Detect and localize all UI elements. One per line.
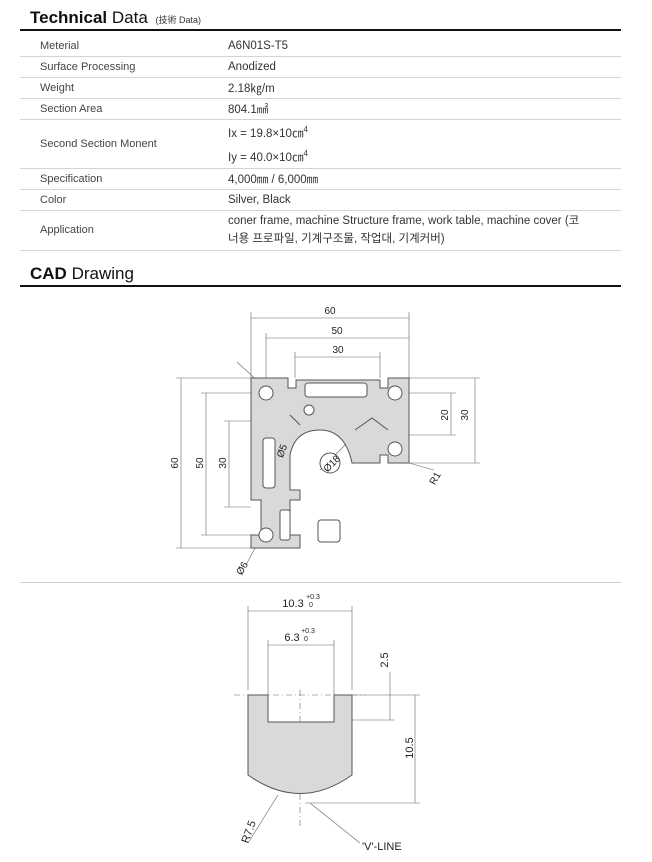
moment-ix: Ix = 19.8×10㎝4 [228,125,308,140]
table-row: Specification 4,000㎜ / 6,000㎜ [20,168,621,190]
spec-label: Section Area [20,98,228,120]
dim-inner-tol-zero: 0 [304,636,308,643]
label-vline: 'V'-LINE [362,841,402,853]
dim-20-right: 20 [440,409,451,421]
spec-value: A6N01S-T5 [228,36,621,57]
dim-50-left: 50 [195,457,206,469]
moment-iy: Iy = 40.0×10㎝4 [228,148,308,164]
label-phi6: Ø6 [235,560,251,577]
spec-value: 804.1㎟ [228,98,621,120]
table-row: Second Section Monent Ix = 19.8×10㎝4 Iy … [20,119,621,169]
drawing-divider [20,582,621,583]
dim-30-left: 30 [218,457,229,469]
spec-value: Silver, Black [228,189,621,211]
application-line-2: 너용 프로파일, 기계구조물, 작업대, 기계커버) [228,233,445,246]
spec-label: Application [20,210,228,251]
table-row: Weight 2.18㎏/m [20,77,621,99]
technical-data-title: Technical Data (技術 Data) [30,8,201,28]
spec-label: Surface Processing [20,56,228,78]
spec-label: Specification [20,168,228,190]
technical-title-rest: Data [111,8,148,27]
spec-label: Weight [20,77,228,99]
profile-cross-section-drawing: 60 50 30 60 50 30 20 30 Ø5 Ø18 Ø6 R1 [170,306,480,577]
dim-inner-tol-plus: +0.3 [301,628,315,635]
dim-60-left: 60 [170,457,181,469]
technical-title-bold: Technical [30,8,108,27]
spec-value: Ix = 19.8×10㎝4 Iy = 40.0×10㎝4 [228,119,621,169]
dim-50-top: 50 [331,326,343,337]
table-row: Meterial A6N01S-T5 [20,36,621,57]
dim-height-big: 10.5 [404,737,416,758]
dim-outer-width: 10.3 [282,598,303,610]
technical-title-sub: (技術 Data) [155,15,202,25]
label-radius: R7.5 [240,819,259,845]
cad-title-rest: Drawing [71,264,134,283]
spec-label: Meterial [20,36,228,57]
dim-30-top: 30 [332,345,344,356]
table-row: Color Silver, Black [20,189,621,211]
slot-detail-drawing: 10.3 +0.3 0 6.3 +0.3 0 2.5 10.5 R7.5 'V'… [234,594,420,853]
spec-value: 4,000㎜ / 6,000㎜ [228,168,621,190]
cad-title-bold: CAD [30,264,67,283]
dim-outer-tol-zero: 0 [309,602,313,609]
table-row: Section Area 804.1㎟ [20,98,621,120]
spec-value: coner frame, machine Structure frame, wo… [228,210,621,251]
spec-label: Color [20,189,228,211]
application-line-1: coner frame, machine Structure frame, wo… [228,215,580,228]
spec-table: Meterial A6N01S-T5 Surface Processing An… [20,36,621,251]
spec-value: 2.18㎏/m [228,77,621,99]
cad-title-rule [20,285,621,287]
label-phi5: Ø5 [275,443,290,460]
spec-value: Anodized [228,56,621,78]
table-row: Application coner frame, machine Structu… [20,210,621,251]
spec-label: Second Section Monent [20,119,228,169]
label-r1: R1 [428,470,444,487]
dim-outer-tol-plus: +0.3 [306,594,320,601]
dim-30-right: 30 [460,409,471,421]
dim-60-top: 60 [324,306,336,317]
technical-title-rule [20,29,621,31]
dim-inner-width: 6.3 [284,632,299,644]
dim-height-small: 2.5 [379,652,391,667]
cad-drawing-title: CAD Drawing [30,264,134,284]
table-row: Surface Processing Anodized [20,56,621,78]
